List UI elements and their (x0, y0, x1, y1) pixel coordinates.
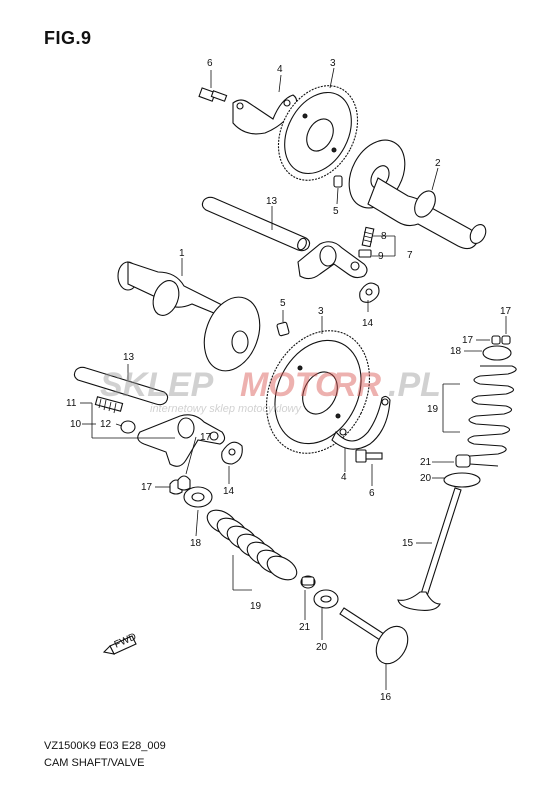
callout-14-lower: 14 (223, 486, 235, 497)
spring-retainer-18-left[interactable] (183, 486, 213, 508)
valve-cotter-17-left[interactable] (169, 475, 191, 495)
callout-3-middle: 3 (318, 306, 324, 317)
callout-13-lower: 13 (123, 352, 135, 363)
callout-17-right-top: 17 (500, 306, 512, 317)
watermark-brand-c: RR (332, 366, 382, 404)
callout-labels: 6 4 3 2 5 13 8 9 7 14 1 5 3 13 11 12 10 … (66, 58, 512, 703)
callout-17-right: 17 (462, 335, 474, 346)
callout-3-upper: 3 (330, 58, 336, 69)
callout-18-left: 18 (190, 538, 202, 549)
callout-20-left: 20 (316, 642, 328, 653)
callout-2: 2 (435, 158, 441, 169)
callout-1: 1 (179, 248, 185, 259)
callout-17-left-lower: 17 (141, 482, 153, 493)
callout-6-upper: 6 (207, 58, 213, 69)
shim-14-lower[interactable] (221, 441, 243, 465)
rocker-arm-upper[interactable] (297, 241, 368, 280)
pin-5-middle[interactable] (276, 321, 290, 337)
camshaft-2[interactable] (338, 130, 489, 250)
adjuster-screw-11[interactable] (94, 396, 124, 414)
callout-5-upper: 5 (333, 206, 339, 217)
valve-stem-seal-21-right[interactable] (455, 454, 471, 468)
watermark-tld: .PL (388, 366, 441, 404)
forward-direction-marker: FWD (102, 631, 138, 655)
watermark-tagline: internetowy sklep motocyklowy (150, 403, 303, 415)
figure-title: FIG.9 (44, 28, 92, 48)
spring-seat-20-right[interactable] (443, 472, 481, 488)
callout-12: 12 (100, 419, 112, 430)
diagram-code: VZ1500K9 E03 E28_009 (44, 740, 166, 752)
callout-5-middle: 5 (280, 298, 286, 309)
valve-15[interactable] (397, 487, 462, 611)
callout-18-right: 18 (450, 346, 462, 357)
adjuster-screw-8[interactable] (361, 226, 375, 248)
rocker-shaft-13-lower[interactable] (73, 366, 169, 406)
callout-19-right: 19 (427, 404, 439, 415)
callout-4-upper: 4 (277, 64, 283, 75)
watermark-brand-b: MOTO (240, 366, 341, 404)
callout-4-middle: 4 (341, 472, 347, 483)
diagram-name: CAM SHAFT/VALVE (44, 757, 145, 769)
callout-21-left: 21 (299, 622, 311, 633)
valve-spring-19-left[interactable] (203, 505, 301, 584)
spring-seat-20-left[interactable] (313, 589, 339, 609)
lock-nut-9[interactable] (358, 249, 372, 258)
callout-11: 11 (66, 398, 77, 409)
callout-10: 10 (70, 419, 82, 430)
rocker-arm-lower[interactable] (137, 414, 226, 467)
callout-16: 16 (380, 692, 392, 703)
callout-14-upper: 14 (362, 318, 374, 329)
callout-19-left: 19 (250, 601, 262, 612)
camshaft-1[interactable] (117, 261, 269, 379)
spring-retainer-18-right[interactable] (482, 345, 512, 361)
callout-21-right: 21 (420, 457, 432, 468)
cam-gear-3-middle[interactable] (247, 313, 389, 470)
callout-13-upper: 13 (266, 196, 278, 207)
callout-8: 8 (381, 231, 387, 242)
valve-spring-19-right[interactable] (463, 365, 517, 467)
plate-4-upper[interactable] (232, 94, 298, 135)
watermark: SKLEP MOTO RR .PL internetowy sklep moto… (100, 366, 441, 415)
valve-16[interactable] (339, 607, 414, 669)
bolt-6-middle[interactable] (355, 449, 383, 463)
callout-15: 15 (402, 538, 414, 549)
bolt-6-upper[interactable] (198, 87, 228, 102)
pin-5-upper[interactable] (333, 175, 343, 188)
callout-7: 7 (407, 250, 413, 261)
rocker-shaft-13-upper[interactable] (201, 196, 311, 252)
leader-lines (80, 67, 507, 690)
valve-stem-seal-21-left[interactable] (300, 575, 316, 589)
watermark-brand-a: SKLEP (100, 366, 214, 404)
lock-nut-12[interactable] (120, 420, 136, 434)
valve-cotter-17-right[interactable] (491, 335, 511, 345)
callout-6-middle: 6 (369, 488, 375, 499)
cam-gear-3-upper[interactable] (263, 72, 374, 194)
shim-14-upper[interactable] (359, 282, 380, 303)
callout-17-left-upper: 17 (200, 432, 212, 443)
plate-4-middle[interactable] (331, 395, 391, 450)
callout-20-right: 20 (420, 473, 432, 484)
callout-9: 9 (378, 251, 384, 262)
